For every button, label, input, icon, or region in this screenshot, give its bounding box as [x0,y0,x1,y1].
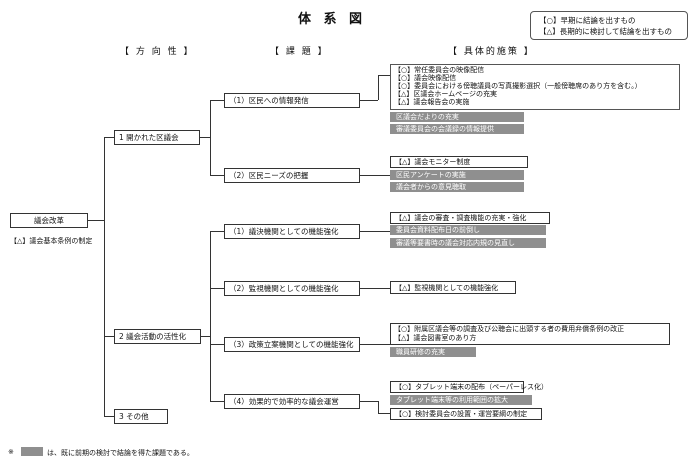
header-issue: 【 課 題 】 [270,47,329,57]
measures-group-legislative: 【△】議会の審査・調査機能の充実・強化 [390,212,550,224]
shaded-item: 審議委員会の会議録の情報提供 [390,124,524,134]
page-title: 体 系 図 [298,12,367,27]
shaded-item: 職員研修の充実 [390,347,476,357]
root-node: 議会改革 [10,213,88,228]
list-item: 【△】監視機関としての機能強化 [395,284,499,292]
direction-activation: 2 議会活動の活性化 [114,329,201,344]
shaded-item: 区民アンケートの実施 [390,170,524,180]
measures-group-efficiency: 【○】タブレット端末の配布（ペーパーレス化） [390,381,548,393]
footnote-mark: ※ [8,448,14,456]
shaded-item: 委員会資料配布日の前倒し [390,225,546,235]
legend-early: 【○】早期に結論を出すもの [539,16,636,25]
shaded-item: タブレット端末等の利用範囲の拡大 [390,395,532,405]
footnote-text: は、既に前期の検討で結論を得た課題である。 [47,449,194,457]
direction-open-council: 1 開かれた区議会 [114,130,200,145]
list-item: 【△】区議会ホームページの充実 [394,90,498,98]
footnote-swatch [21,447,43,456]
list-item: 【○】常任委員会の映像配信 [394,66,485,74]
list-item: 【△】議会図書室のあり方 [394,334,477,342]
list-item: 【○】タブレット端末の配布（ペーパーレス化） [395,383,549,391]
measures-group-needs: 【△】議会モニター制度 [390,156,528,168]
list-item: 【△】議会の審査・調査機能の充実・強化 [395,214,527,222]
issue-policy: （3）政策立案機関としての機能強化 [224,337,360,352]
header-measures: 【 具体的施策 】 [448,47,535,57]
issue-oversight: （2）監視機関としての機能強化 [224,281,360,296]
measures-group-oversight: 【△】監視機関としての機能強化 [390,281,516,294]
legend-long-term: 【△】長期的に検討して結論を出すもの [539,27,673,36]
shaded-item: 区議会だよりの充実 [390,112,524,122]
shaded-item: 審議等要書時の議会対応内規の見直し [390,238,546,248]
issue-citizen-needs: （2）区民ニーズの把握 [224,168,360,183]
issue-information: （1）区民への情報発信 [224,93,360,108]
direction-other: 3 その他 [114,409,168,424]
list-item: 【○】議会映像配信 [394,74,457,82]
issue-legislative: （1）議決機関としての機能強化 [224,224,360,239]
measures-group-other: 【○】検討委員会の設置・運営要綱の制定 [390,408,542,420]
list-item: 【○】委員会における傍聴議員の写真撮影選択（一般傍聴席のあり方を含む。） [394,82,642,90]
measures-group-information: 【○】常任委員会の映像配信 【○】議会映像配信 【○】委員会における傍聴議員の写… [390,64,680,110]
legend-box: 【○】早期に結論を出すもの 【△】長期的に検討して結論を出すもの [530,11,688,40]
header-direction: 【 方 向 性 】 [120,47,195,57]
list-item: 【△】議会モニター制度 [395,158,471,166]
list-item: 【○】検討委員会の設置・運営要綱の制定 [395,410,528,418]
list-item: 【○】附属区議会等の調査及び公聴会に出頭する者の費用弁償条例の改正 [394,325,625,333]
root-note: 【△】議会基本条例の制定 [10,237,93,245]
measures-group-policy: 【○】附属区議会等の調査及び公聴会に出頭する者の費用弁償条例の改正 【△】議会図… [390,323,670,345]
shaded-item: 議会者からの意見聴取 [390,182,524,192]
issue-efficiency: （4）効果的で効率的な議会運営 [224,394,360,409]
list-item: 【△】議会報告会の実施 [394,98,470,106]
